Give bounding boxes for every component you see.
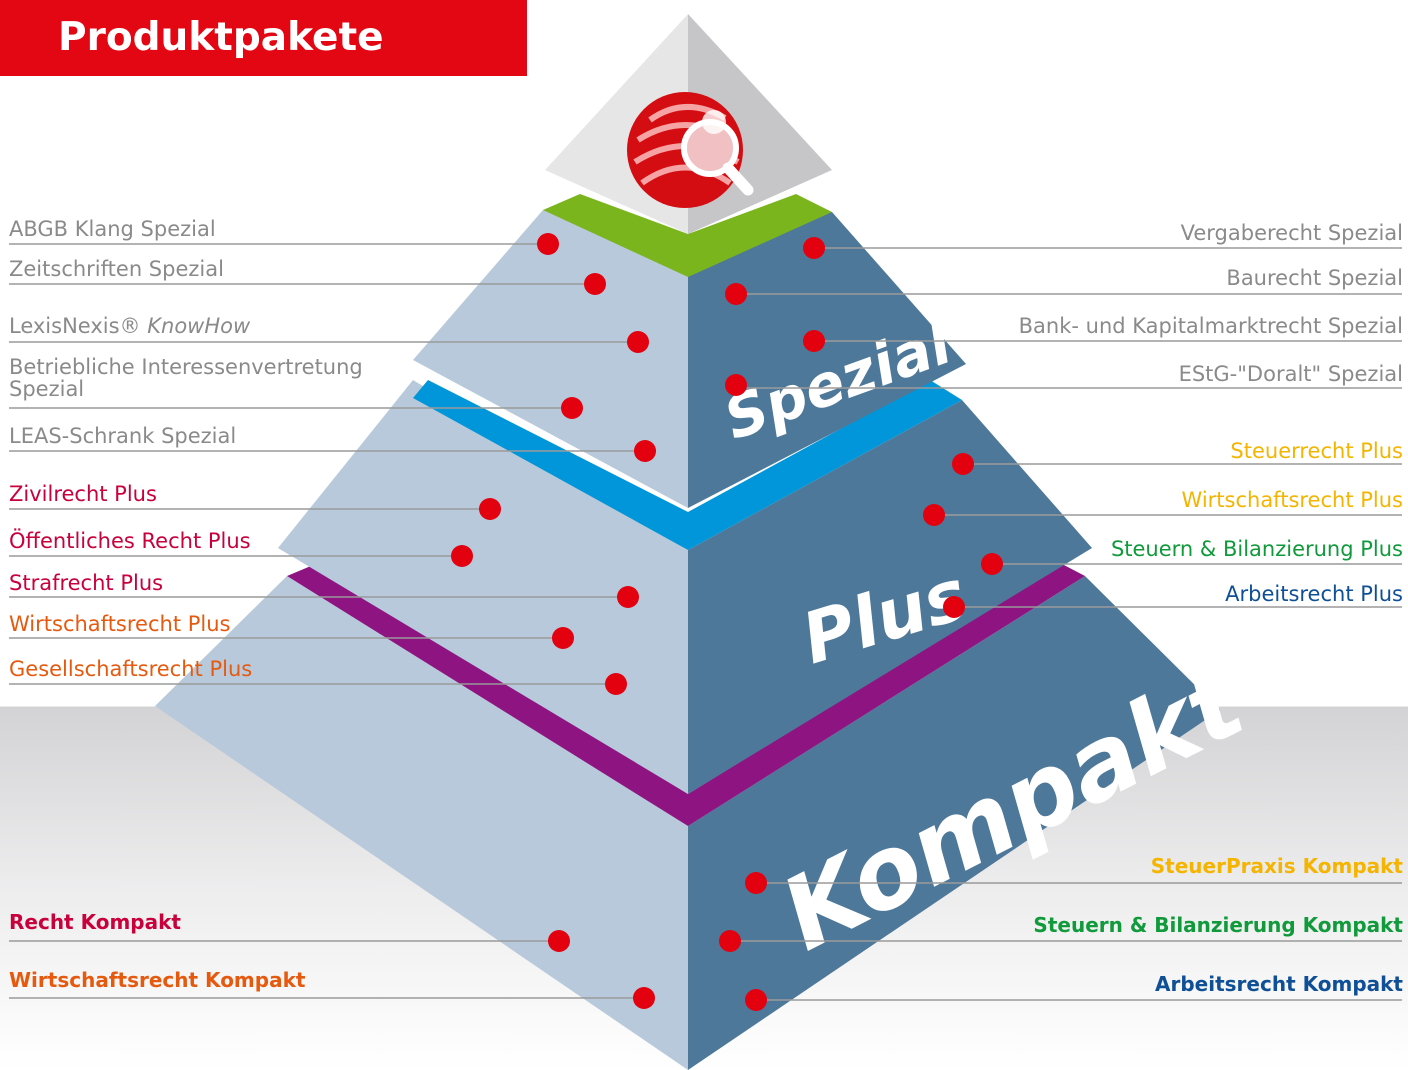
- marker-dot: [719, 930, 741, 952]
- label-recht-kompakt: Recht Kompakt: [9, 910, 181, 934]
- label-baurecht-spezial: Baurecht Spezial: [1226, 266, 1403, 290]
- label-knowhow-prefix: LexisNexis®: [9, 314, 141, 338]
- marker-dot: [617, 586, 639, 608]
- label-arbeitsrecht-kompakt: Arbeitsrecht Kompakt: [1155, 972, 1403, 996]
- marker-dot: [745, 989, 767, 1011]
- marker-dot: [943, 596, 965, 618]
- plus-left-face: [278, 380, 688, 794]
- marker-dot: [627, 331, 649, 353]
- label-wirtschaftsrecht-kompakt: Wirtschaftsrecht Kompakt: [9, 968, 306, 992]
- label-betriebliche-interessenvertretung-spezial: Betriebliche Interessenvertretung Spezia…: [9, 355, 363, 402]
- marker-dot: [451, 545, 473, 567]
- label-bank-kapitalmarktrecht-spezial: Bank- und Kapitalmarktrecht Spezial: [1018, 314, 1403, 338]
- marker-dot: [725, 374, 747, 396]
- label-wirtschaftsrecht-plus-right: Wirtschaftsrecht Plus: [1181, 488, 1403, 512]
- lexisnexis-logo-icon: [627, 92, 754, 208]
- label-strafrecht-plus: Strafrecht Plus: [9, 571, 164, 595]
- marker-dot: [633, 987, 655, 1009]
- label-estg-doralt-spezial: EStG-"Doralt" Spezial: [1178, 362, 1403, 386]
- label-gesellschaftsrecht-plus: Gesellschaftsrecht Plus: [9, 657, 253, 681]
- marker-dot: [981, 553, 1003, 575]
- marker-dot: [552, 627, 574, 649]
- spezial-right-face: [688, 212, 966, 508]
- marker-dot: [605, 673, 627, 695]
- marker-dot: [537, 233, 559, 255]
- green-band: [543, 194, 832, 277]
- label-leas-schrank-spezial: LEAS-Schrank Spezial: [9, 424, 237, 448]
- label-vergaberecht-spezial: Vergaberecht Spezial: [1180, 221, 1403, 245]
- label-knowhow-italic: KnowHow: [147, 314, 251, 338]
- marker-dot: [725, 283, 747, 305]
- label-steuern-bilanzierung-plus: Steuern & Bilanzierung Plus: [1110, 537, 1403, 561]
- label-steuerpraxis-kompakt: SteuerPraxis Kompakt: [1150, 854, 1403, 878]
- marker-dot: [584, 273, 606, 295]
- blue-band: [413, 380, 962, 550]
- marker-dot: [803, 330, 825, 352]
- marker-dot: [548, 930, 570, 952]
- marker-dot: [952, 453, 974, 475]
- marker-dot: [479, 498, 501, 520]
- marker-dot: [561, 397, 583, 419]
- marker-dot: [803, 237, 825, 259]
- label-wirtschaftsrecht-plus-left: Wirtschaftsrecht Plus: [9, 612, 231, 636]
- plus-right-face: [688, 400, 1092, 794]
- label-oeffentliches-recht-plus: Öffentliches Recht Plus: [9, 529, 251, 553]
- label-steuerrecht-plus: Steuerrecht Plus: [1230, 439, 1403, 463]
- label-arbeitsrecht-plus: Arbeitsrecht Plus: [1225, 582, 1403, 606]
- label-zivilrecht-plus: Zivilrecht Plus: [9, 482, 157, 506]
- marker-dot: [634, 440, 656, 462]
- label-abgb-klang-spezial: ABGB Klang Spezial: [9, 217, 216, 241]
- label-steuern-bilanzierung-kompakt: Steuern & Bilanzierung Kompakt: [1033, 913, 1403, 937]
- page-title: Produktpakete: [0, 0, 527, 76]
- label-zeitschriften-spezial: Zeitschriften Spezial: [9, 257, 224, 281]
- kompakt-right-face: [688, 576, 1220, 1070]
- label-lexisnexis-knowhow: LexisNexis® KnowHow: [9, 315, 250, 337]
- marker-dot: [745, 872, 767, 894]
- marker-dot: [923, 504, 945, 526]
